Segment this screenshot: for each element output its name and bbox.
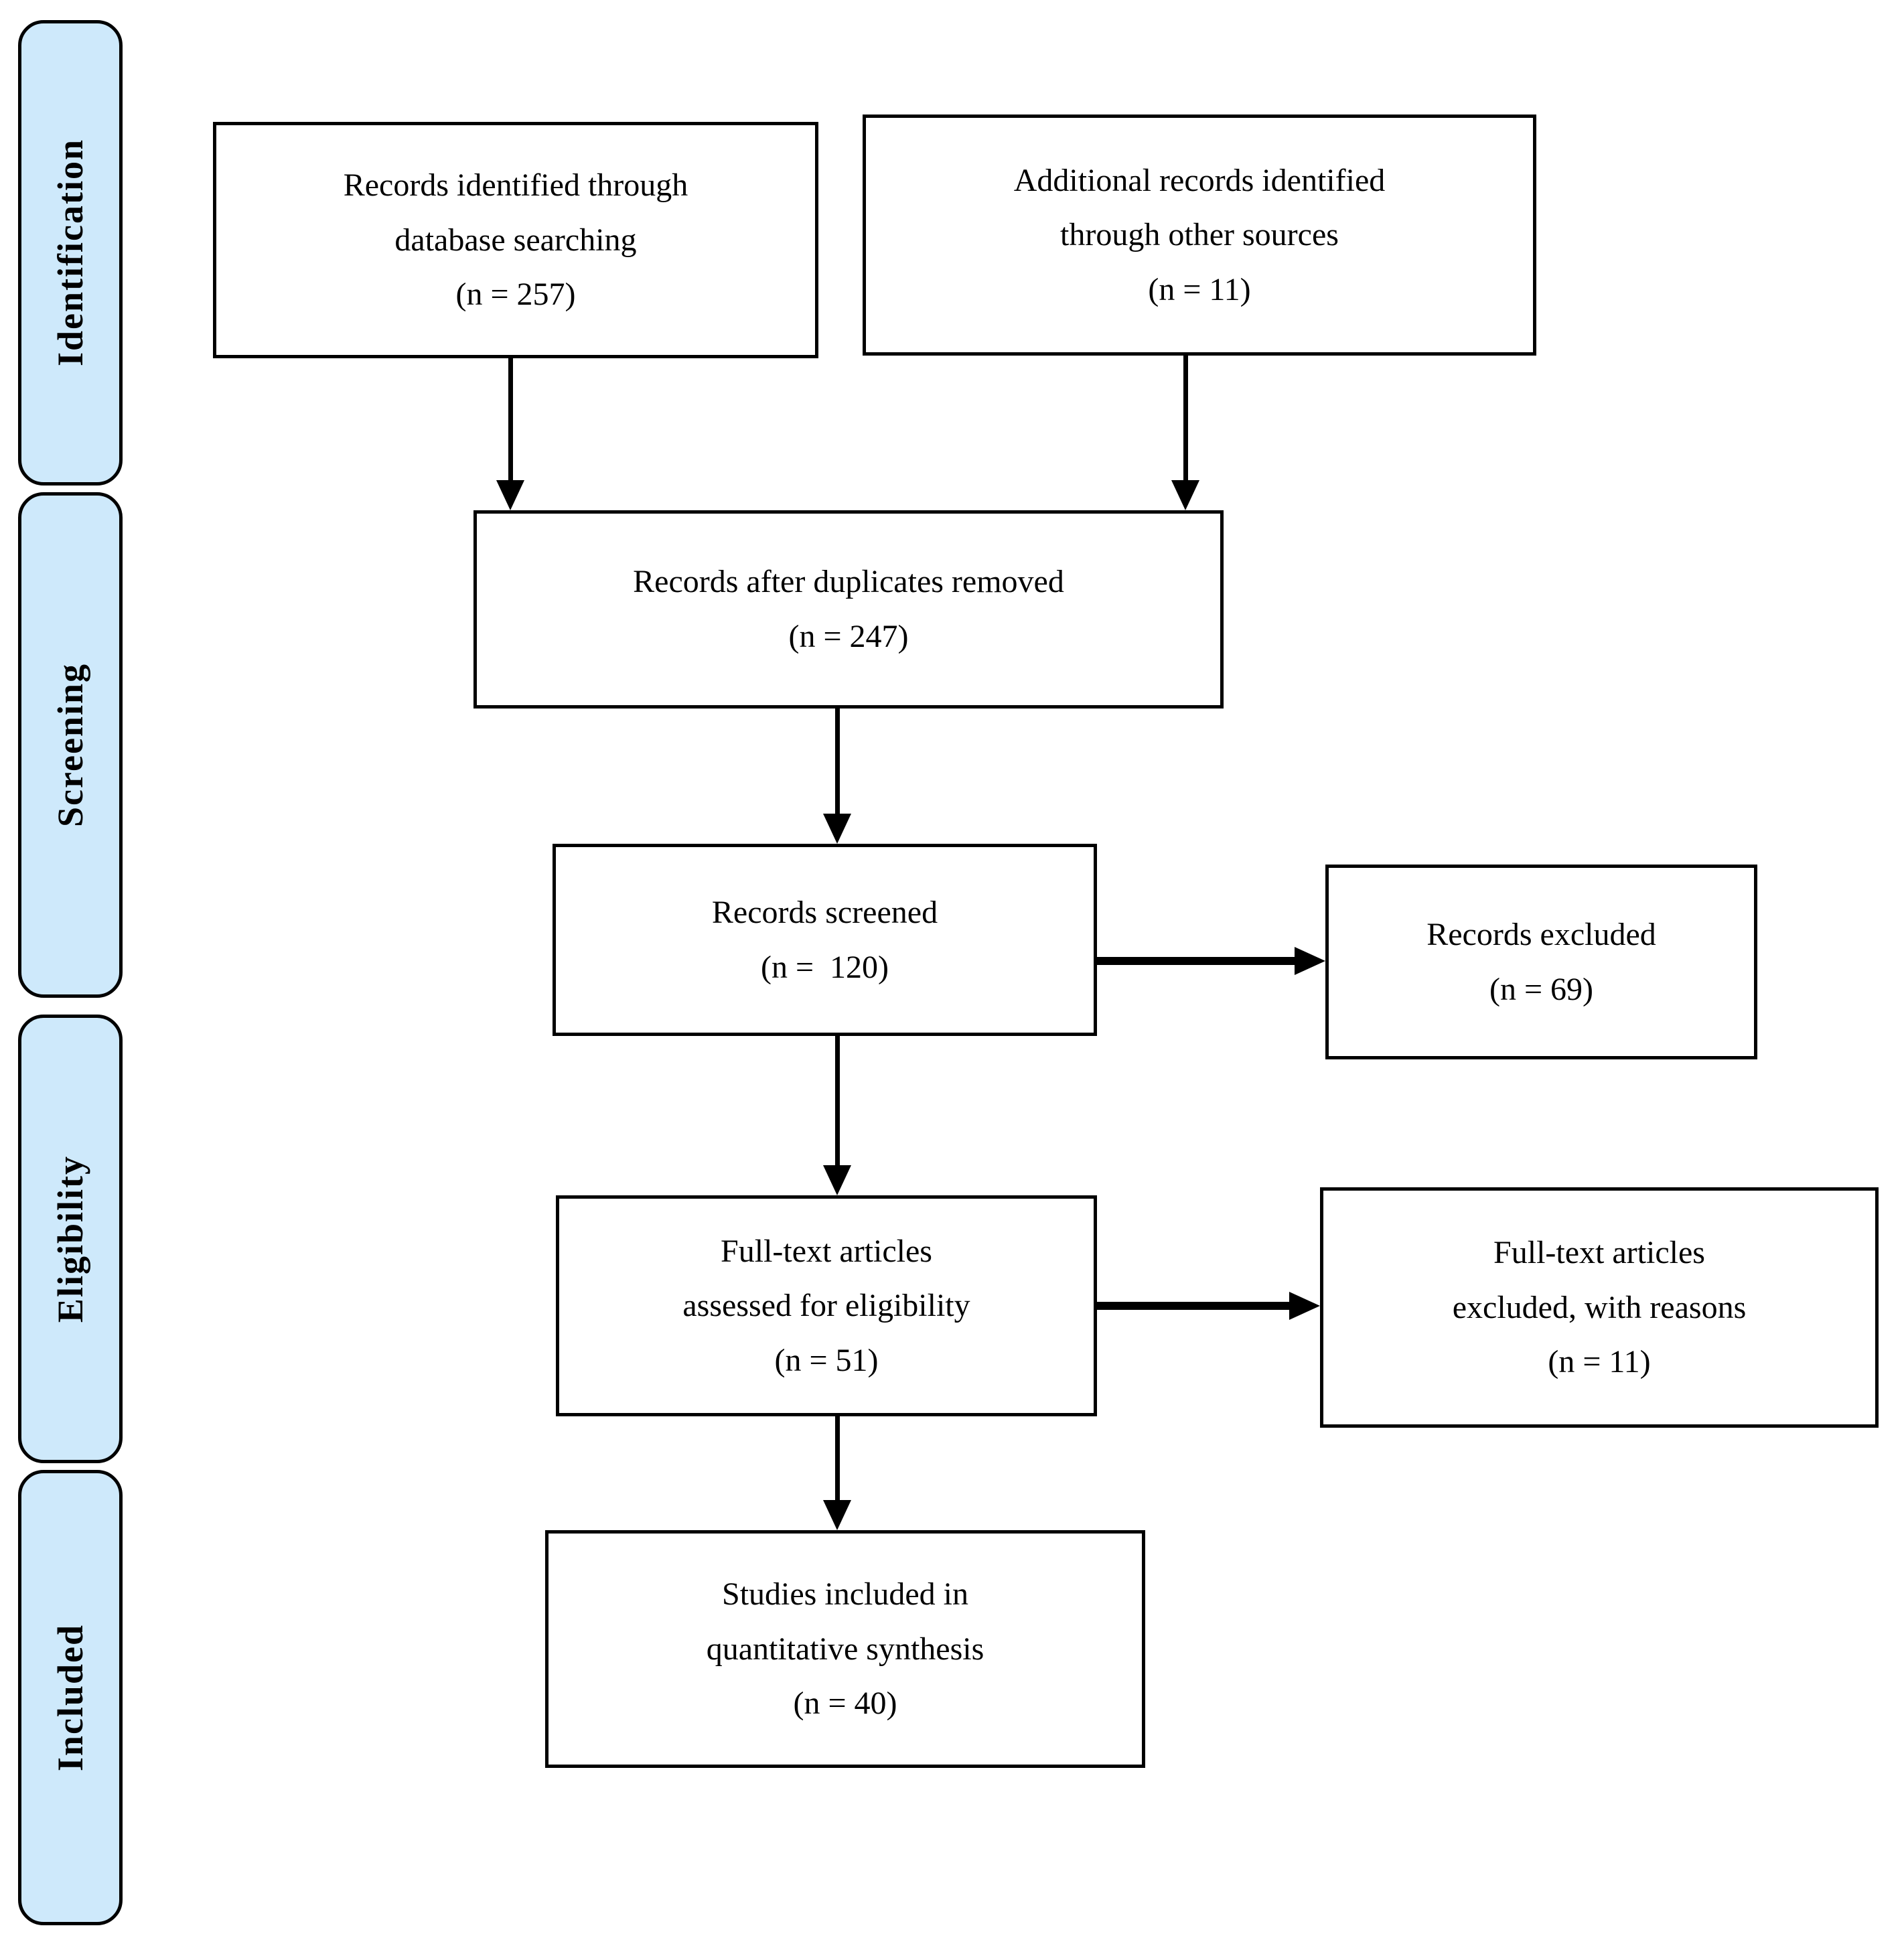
box-studies-included: Studies included in quantitative synthes… xyxy=(545,1530,1145,1768)
box-studies-included-text: Studies included in quantitative synthes… xyxy=(706,1576,984,1722)
arrow-shaft xyxy=(835,1416,840,1500)
arrowhead-down-icon xyxy=(823,814,851,844)
box-additional-records: Additional records identified through ot… xyxy=(863,115,1536,356)
box-fulltext-excluded: Full-text articles excluded, with reason… xyxy=(1320,1187,1879,1428)
phase-bar-screening: Screening xyxy=(18,492,123,998)
phase-label-screening: Screening xyxy=(50,663,90,827)
arrow-shaft xyxy=(1097,957,1295,965)
box-records-identified: Records identified through database sear… xyxy=(213,122,818,358)
box-fulltext-assessed-text: Full-text articles assessed for eligibil… xyxy=(682,1233,970,1378)
box-after-duplicates-text: Records after duplicates removed (n = 24… xyxy=(633,564,1064,654)
arrow-shaft xyxy=(835,1036,840,1165)
arrowhead-down-icon xyxy=(496,480,524,510)
phase-bar-included: Included xyxy=(18,1470,123,1925)
arrowhead-right-icon xyxy=(1289,1292,1320,1320)
phase-label-identification: Identification xyxy=(50,139,90,367)
arrow-shaft xyxy=(835,708,840,814)
box-additional-records-text: Additional records identified through ot… xyxy=(1013,162,1386,307)
box-records-excluded: Records excluded (n = 69) xyxy=(1325,865,1757,1059)
phase-label-included: Included xyxy=(50,1623,90,1772)
box-records-identified-text: Records identified through database sear… xyxy=(343,167,688,313)
box-fulltext-excluded-text: Full-text articles excluded, with reason… xyxy=(1452,1235,1747,1380)
box-records-excluded-text: Records excluded (n = 69) xyxy=(1426,916,1656,1007)
phase-bar-eligibility: Eligibility xyxy=(18,1015,123,1463)
phase-label-eligibility: Eligibility xyxy=(50,1154,90,1323)
arrow-shaft xyxy=(1097,1302,1289,1310)
box-fulltext-assessed: Full-text articles assessed for eligibil… xyxy=(556,1195,1097,1416)
phase-bar-identification: Identification xyxy=(18,20,123,486)
box-records-screened-text: Records screened (n = 120) xyxy=(711,894,938,985)
arrowhead-down-icon xyxy=(823,1500,851,1530)
arrow-shaft xyxy=(1183,356,1188,480)
arrowhead-down-icon xyxy=(1171,480,1199,510)
arrow-shaft xyxy=(508,358,513,480)
box-records-screened: Records screened (n = 120) xyxy=(553,844,1097,1036)
box-after-duplicates: Records after duplicates removed (n = 24… xyxy=(473,510,1224,708)
arrowhead-down-icon xyxy=(823,1165,851,1195)
arrowhead-right-icon xyxy=(1295,947,1325,975)
